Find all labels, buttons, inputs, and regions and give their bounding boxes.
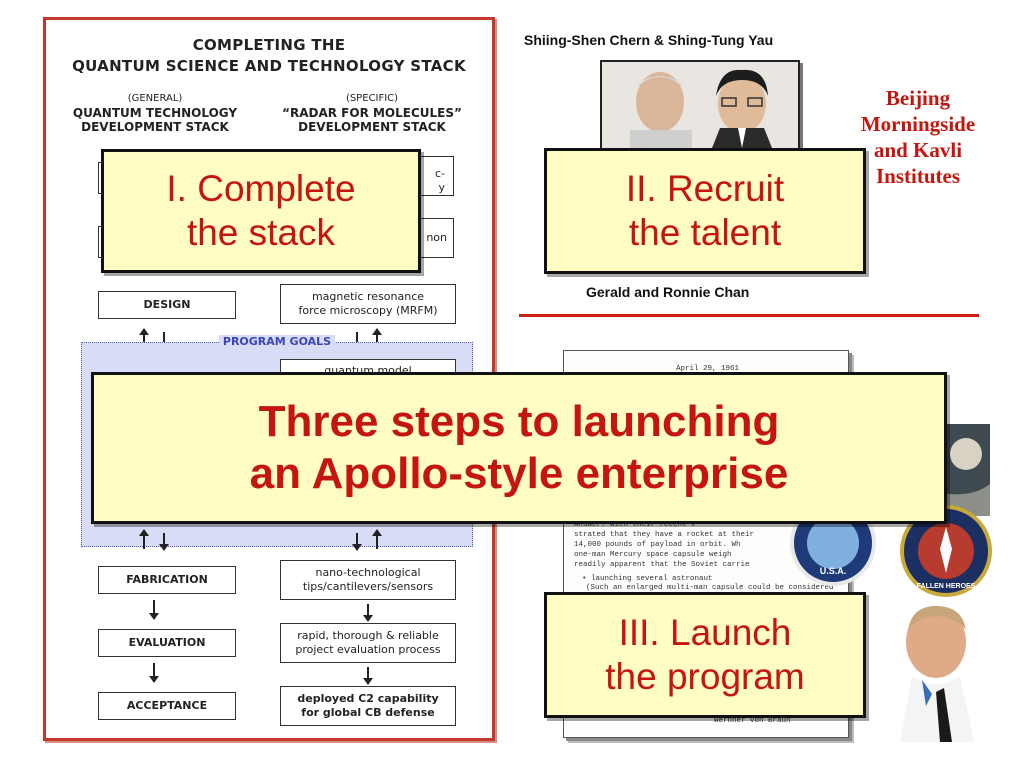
memo-answer: Answer: With their recent V <box>574 521 696 529</box>
beijing-line3: and Kavli <box>873 138 963 162</box>
badge-illustration: U.S.A. <box>807 517 859 576</box>
step3-callout: III. Launch the program <box>544 592 866 718</box>
up-arrow <box>139 328 149 348</box>
portrait-photo <box>600 60 800 150</box>
deployed-capability-box: deployed C2 capability for global CB def… <box>280 686 456 726</box>
step3-line2: the program <box>605 656 805 697</box>
nano-box: nano-technological tips/cantilevers/sens… <box>280 560 456 600</box>
down-arrow <box>363 604 373 622</box>
peek-text-2: non <box>426 231 447 244</box>
specific-column-header: (SPECIFIC) “RADAR FOR MOLECULES” DEVELOP… <box>272 92 472 134</box>
beijing-line2: Morningside <box>860 112 976 136</box>
memo-line: one-man Mercury space capsule weigh <box>574 551 732 559</box>
nano-line2: tips/cantilevers/sensors <box>302 580 434 593</box>
general-column-header: (GENERAL) QUANTUM TECHNOLOGY DEVELOPMENT… <box>60 92 250 134</box>
general-title-1: QUANTUM TECHNOLOGY <box>72 106 238 120</box>
down-arrow <box>149 600 159 620</box>
diagram-title-line1: COMPLETING THE <box>192 36 346 54</box>
main-headline-callout: Three steps to launching an Apollo-style… <box>91 372 947 524</box>
memo-line: readily apparent that the Soviet carrie <box>574 561 750 569</box>
beijing-line4: Institutes <box>875 164 960 188</box>
peek-text-1a: c- <box>434 167 445 180</box>
memo-date: April 29, 1961 <box>676 365 740 373</box>
mrfm-line1: magnetic resonance <box>311 290 425 303</box>
general-title-2: DEVELOPMENT STACK <box>81 120 229 134</box>
eval-line2: project evaluation process <box>295 643 441 656</box>
step2-line1: II. Recruit <box>625 168 785 210</box>
eval-line1: rapid, thorough & reliable <box>297 629 439 642</box>
program-goals-label: PROGRAM GOALS <box>82 335 472 348</box>
section-divider <box>519 314 979 317</box>
fabrication-box: FABRICATION <box>98 566 236 594</box>
design-box: DESIGN <box>98 291 236 319</box>
down-arrow <box>363 667 373 685</box>
step1-line2: the stack <box>186 212 336 253</box>
memo-signature: Wernher von Braun <box>714 717 791 725</box>
photo-caption-bottom: Gerald and Ronnie Chan <box>586 284 750 300</box>
portrait-illustration <box>602 62 798 150</box>
step3-line1: III. Launch <box>618 612 792 654</box>
mrfm-box: magnetic resonance force microscopy (MRF… <box>280 284 456 324</box>
memo-line: strated that they have a rocket at their <box>574 531 755 539</box>
down-arrow <box>149 663 159 683</box>
step1-line1: I. Complete <box>166 168 356 210</box>
astronaut-portrait <box>882 596 1000 742</box>
step1-callout: I. Complete the stack <box>101 149 421 273</box>
memo-bullet-cont: (Such an enlarged multi-man capsule coul… <box>586 584 834 592</box>
headline-line2: an Apollo-style enterprise <box>249 449 789 498</box>
step2-line2: the talent <box>628 212 782 253</box>
up-arrow <box>372 328 382 348</box>
accept-line2: for global CB defense <box>301 706 435 719</box>
astronaut-illustration <box>900 606 974 742</box>
beijing-institutes-text: Beijing Morningside and Kavli Institutes <box>833 85 1003 189</box>
memo-bullet: • launching several astronaut <box>582 575 713 583</box>
mrfm-line2: force microscopy (MRFM) <box>298 304 438 317</box>
usa-badge-text: U.S.A. <box>820 566 847 576</box>
memo-line: 14,000 pounds of payload in orbit. Wh <box>574 541 741 549</box>
acceptance-box: ACCEPTANCE <box>98 692 236 720</box>
down-arrow <box>159 533 169 551</box>
evaluation-process-box: rapid, thorough & reliable project evalu… <box>280 623 456 663</box>
up-arrow <box>372 529 382 549</box>
accept-line1: deployed C2 capability <box>297 692 439 705</box>
specific-title-2: DEVELOPMENT STACK <box>298 120 446 134</box>
nano-line1: nano-technological <box>315 566 421 579</box>
headline-line1: Three steps to launching <box>258 397 780 447</box>
fallen-heroes-text: FALLEN HEROES <box>917 583 976 590</box>
beijing-line1: Beijing <box>885 86 951 110</box>
peek-text-1b: y <box>438 181 445 194</box>
diagram-title-line2: QUANTUM SCIENCE AND TECHNOLOGY STACK <box>72 57 466 75</box>
photo-caption-top: Shiing-Shen Chern & Shing-Tung Yau <box>524 32 774 48</box>
down-arrow <box>352 533 362 551</box>
evaluation-box: EVALUATION <box>98 629 236 657</box>
up-arrow <box>139 529 149 549</box>
general-label: (GENERAL) <box>127 93 183 104</box>
fallen-heroes-illustration: FALLEN HEROES <box>917 523 976 590</box>
step2-callout: II. Recruit the talent <box>544 148 866 274</box>
specific-label: (SPECIFIC) <box>345 93 399 104</box>
specific-title-1: “RADAR FOR MOLECULES” <box>282 106 462 120</box>
